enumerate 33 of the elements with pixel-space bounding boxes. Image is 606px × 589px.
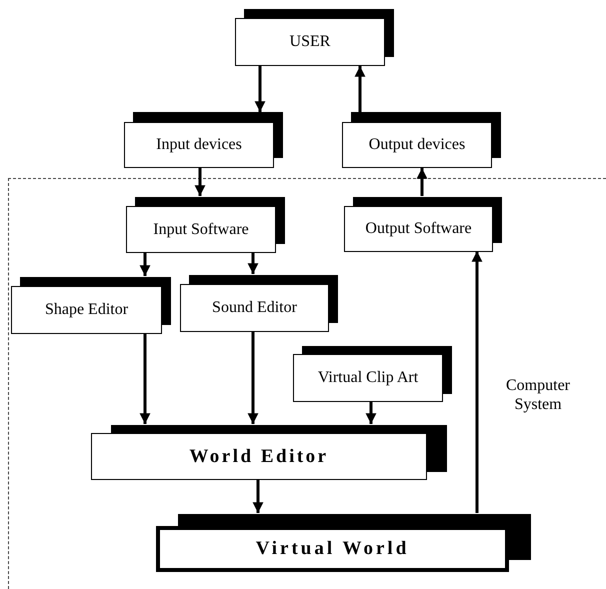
box-label: Output devices <box>368 136 466 154</box>
box-label: Virtual Clip Art <box>318 369 418 387</box>
process-box <box>156 514 531 572</box>
process-box <box>235 9 394 66</box>
process-box <box>342 112 501 168</box>
arrow <box>472 251 482 513</box>
process-box <box>11 277 171 334</box>
box-label: World Editor <box>189 446 329 468</box>
box-label: Shape Editor <box>44 301 128 319</box>
arrow <box>194 168 206 196</box>
arrow <box>254 66 266 112</box>
arrow <box>366 401 376 424</box>
arrow <box>140 333 150 424</box>
arrow <box>140 252 150 276</box>
process-box <box>126 197 285 253</box>
box-label: Output Software <box>365 220 472 238</box>
box-label: Input Software <box>153 220 249 238</box>
box-label: Virtual World <box>256 538 410 560</box>
process-box <box>293 346 452 402</box>
process-box <box>180 275 338 332</box>
arrow <box>416 168 428 196</box>
box-label: USER <box>290 33 330 51</box>
arrow <box>252 479 264 513</box>
system-boundary <box>8 178 606 589</box>
process-box <box>91 425 447 480</box>
arrow <box>248 331 258 424</box>
box-label: Sound Editor <box>212 299 297 317</box>
process-box <box>344 197 502 252</box>
arrow <box>354 66 366 112</box>
process-box <box>124 112 283 168</box>
box-label: Input devices <box>156 136 242 154</box>
boundary-label: Computer System <box>505 376 571 414</box>
arrow <box>248 252 258 274</box>
